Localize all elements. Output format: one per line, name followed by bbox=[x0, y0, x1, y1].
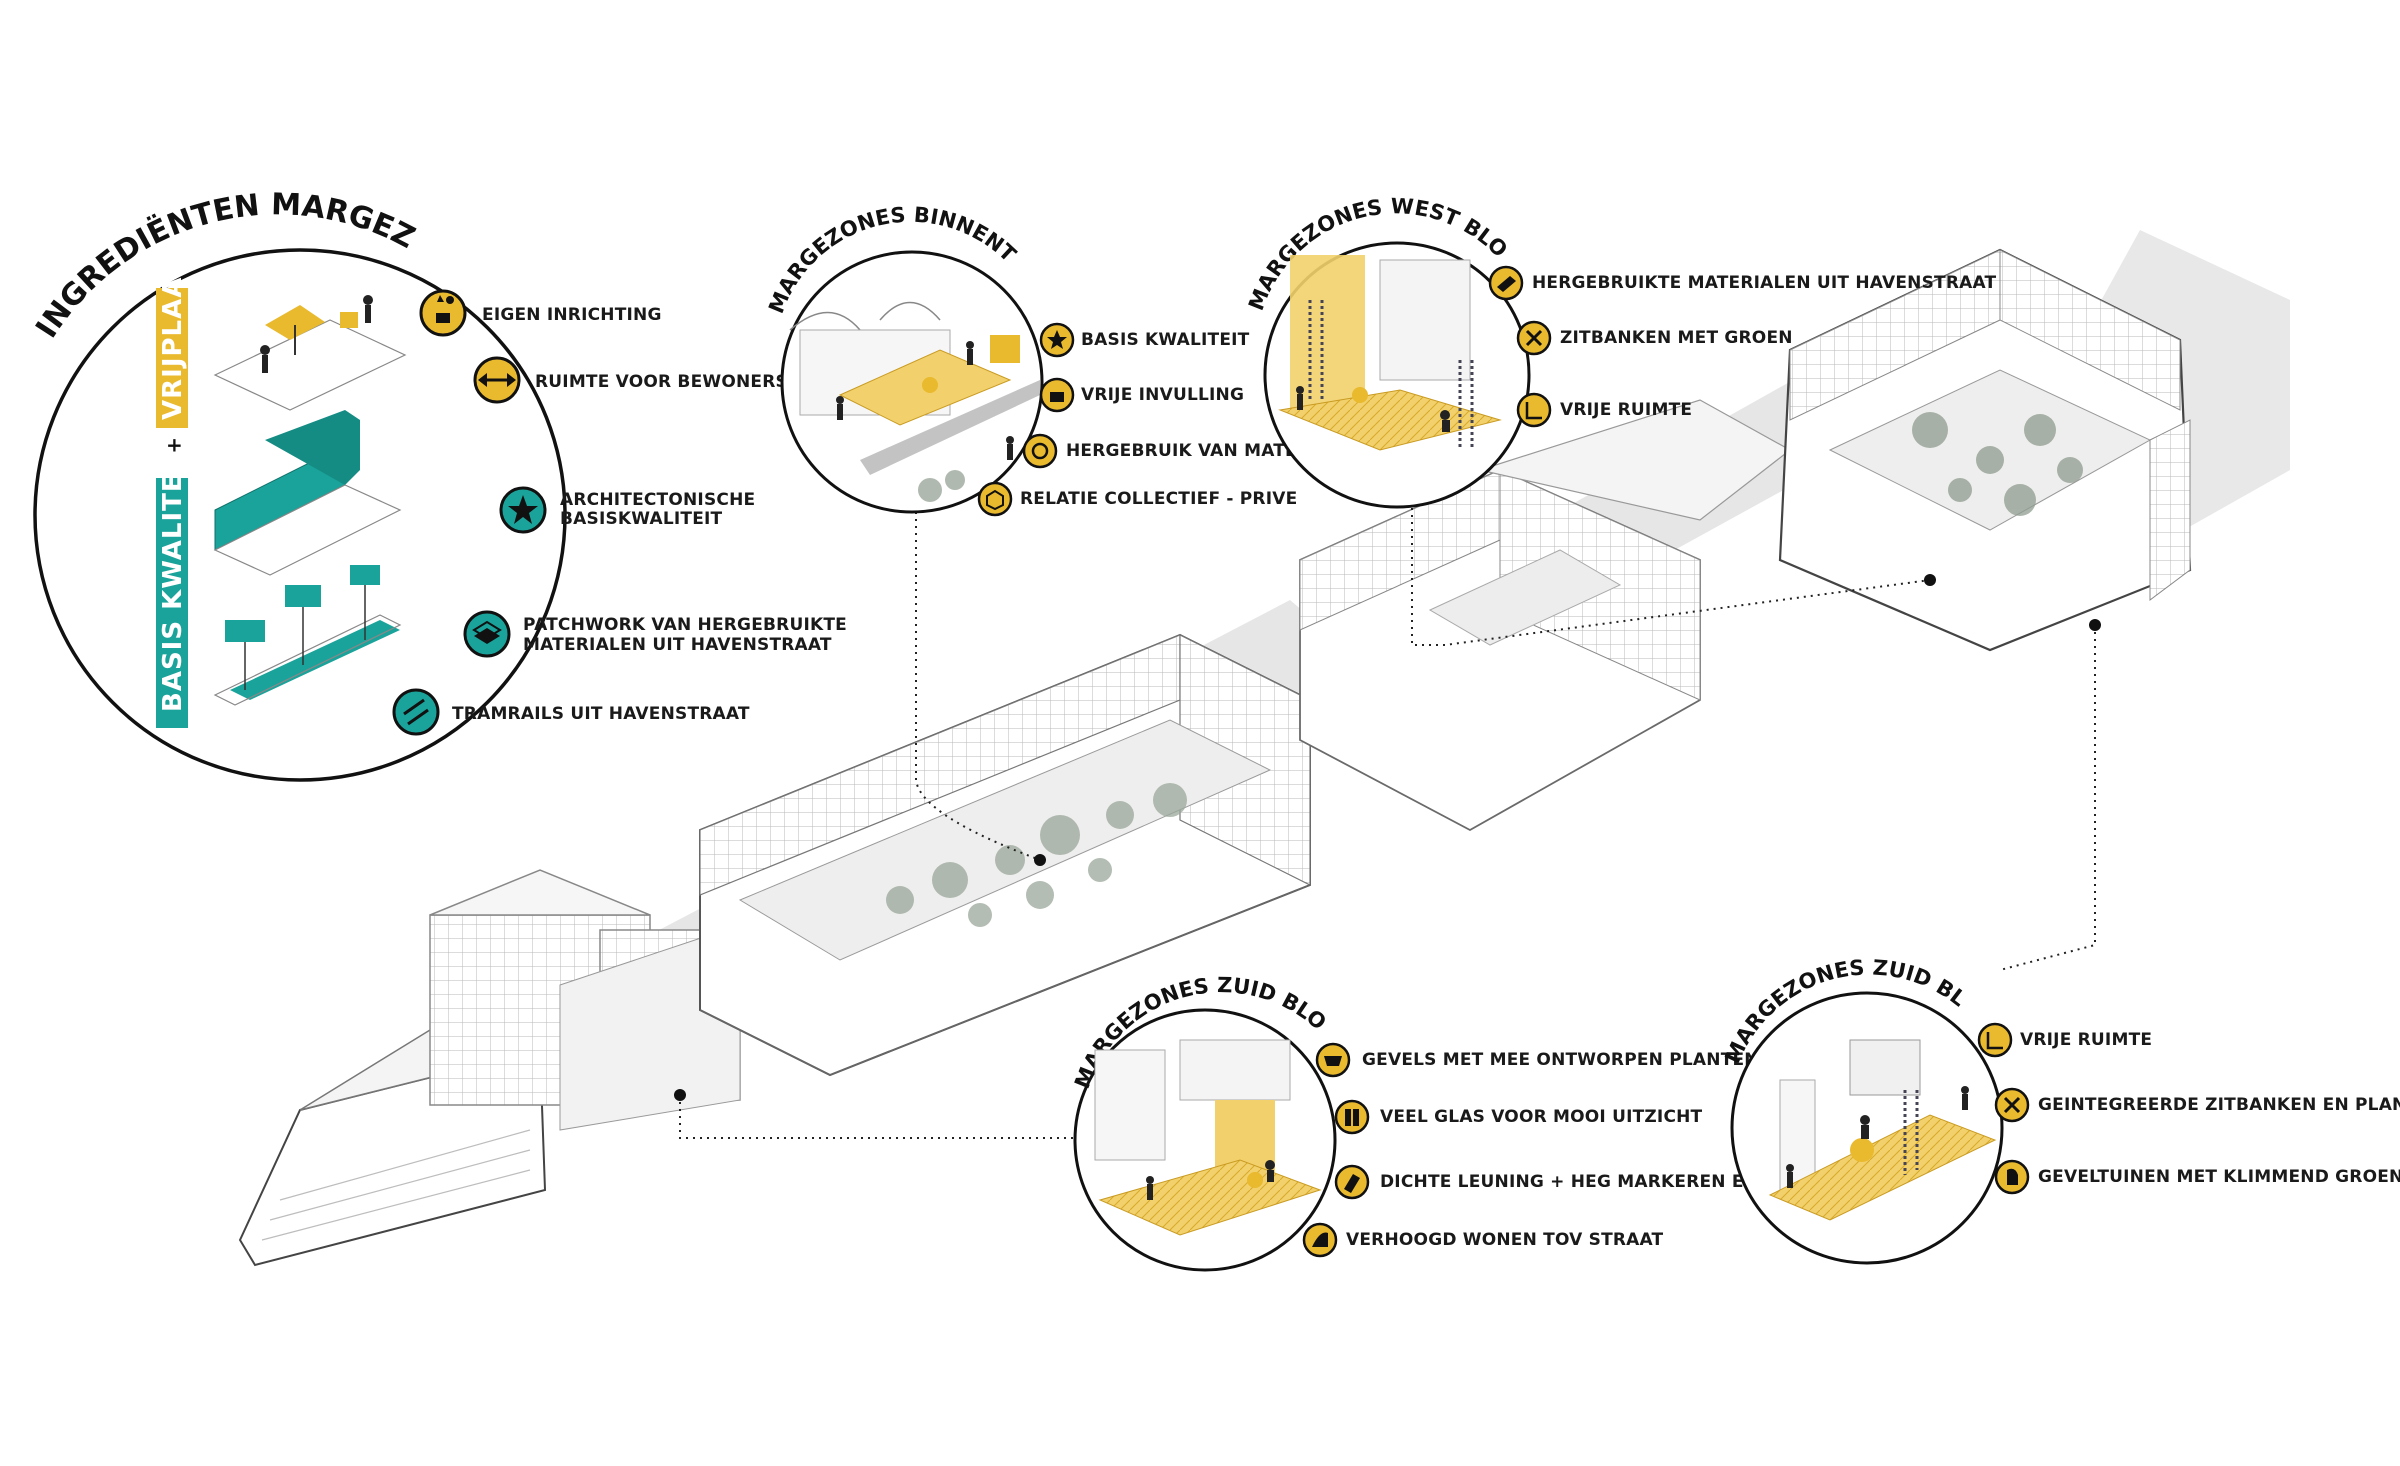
vrijplaats-label: VRIJPLAATS bbox=[158, 240, 188, 420]
svg-text:VEEL GLAS VOOR MOOI UITZICHT: VEEL GLAS VOOR MOOI UITZICHT bbox=[1380, 1107, 1703, 1127]
svg-text:VRIJE RUIMTE: VRIJE RUIMTE bbox=[2020, 1030, 2152, 1050]
bench-leaf-icon bbox=[2003, 1096, 2021, 1114]
svg-text:RUIMTE VOOR BEWONERS: RUIMTE VOOR BEWONERS bbox=[535, 372, 788, 392]
plus-sign: + bbox=[166, 433, 183, 457]
callout-illustration bbox=[1278, 255, 1502, 451]
svg-text:GEVELS MET MEE ONTWORPEN PLANT: GEVELS MET MEE ONTWORPEN PLANTENBAKKEN bbox=[1362, 1050, 1838, 1070]
svg-text:PATCHWORK VAN HERGEBRUIKTE: PATCHWORK VAN HERGEBRUIKTE bbox=[523, 615, 847, 635]
shapes-icon bbox=[436, 295, 454, 323]
svg-text:VERHOOGD WONEN TOV STRAAT: VERHOOGD WONEN TOV STRAAT bbox=[1346, 1230, 1664, 1250]
callout-illustration bbox=[789, 301, 1040, 502]
vrijplaats-bar bbox=[156, 288, 188, 428]
courtyard-trees bbox=[886, 783, 1187, 927]
legend-item-ruimte-voor-bewoners: RUIMTE VOOR BEWONERS bbox=[473, 356, 788, 404]
stack-icon bbox=[472, 620, 502, 644]
svg-text:GEVELTUINEN MET KLIMMEND GROEN: GEVELTUINEN MET KLIMMEND GROEN UIT VOLLE… bbox=[2038, 1167, 2400, 1187]
planter-facade-icon bbox=[1324, 1056, 1342, 1066]
climber-icon bbox=[2007, 1168, 2018, 1185]
raised-icon bbox=[1312, 1232, 1328, 1247]
box-icon bbox=[986, 489, 1004, 511]
svg-text:BASISKWALITEIT: BASISKWALITEIT bbox=[560, 509, 723, 529]
badge-vrije-invulling: VRIJE INVULLING bbox=[1039, 377, 1244, 413]
legend-item-architectonische-basiskwaliteit: ARCHITECTONISCHE BASISKWALITEIT bbox=[499, 486, 755, 534]
leader-zuid-blok-4 bbox=[679, 1095, 1078, 1139]
badge-zitbanken-met-groen: ZITBANKEN MET GROEN bbox=[1516, 320, 1793, 356]
space-icon bbox=[1986, 1032, 2003, 1050]
badge-vrije-ruimte-zb1: VRIJE RUIMTE bbox=[1977, 1022, 2152, 1058]
badge-geveltuinen: GEVELTUINEN MET KLIMMEND GROEN UIT VOLLE… bbox=[1994, 1159, 2400, 1195]
badge-basis-kwaliteit: BASIS KWALITEIT bbox=[1039, 322, 1250, 358]
reuse-icon bbox=[1031, 442, 1049, 460]
railing-icon bbox=[1344, 1174, 1360, 1193]
block-west-triangle bbox=[238, 869, 741, 1267]
leader-lines bbox=[679, 452, 2096, 1139]
legend-illustration-architecture bbox=[213, 410, 402, 576]
leader-dots bbox=[674, 574, 2101, 1101]
space-icon bbox=[1525, 402, 1542, 420]
badge-relatie-collectief-prive: RELATIE COLLECTIEF - PRIVE bbox=[977, 481, 1297, 517]
svg-text:EIGEN INRICHTING: EIGEN INRICHTING bbox=[482, 305, 662, 325]
legend-item-eigen-inrichting: EIGEN INRICHTING bbox=[419, 289, 662, 337]
svg-text:BASIS KWALITEIT: BASIS KWALITEIT bbox=[1081, 330, 1250, 350]
svg-text:GEINTEGREERDE ZITBANKEN EN PLA: GEINTEGREERDE ZITBANKEN EN PLANTENBAKKEN bbox=[2038, 1095, 2400, 1115]
badge-vrije-ruimte: VRIJE RUIMTE bbox=[1516, 392, 1692, 428]
callout-illustration bbox=[1094, 1039, 1322, 1236]
badge-veel-glas: VEEL GLAS VOOR MOOI UITZICHT bbox=[1334, 1099, 1703, 1135]
svg-text:TRAMRAILS UIT HAVENSTRAAT: TRAMRAILS UIT HAVENSTRAAT bbox=[452, 704, 750, 724]
badge-verhoogd-wonen: VERHOOGD WONEN TOV STRAAT bbox=[1302, 1222, 1664, 1258]
svg-text:ZITBANKEN MET GROEN: ZITBANKEN MET GROEN bbox=[1560, 328, 1793, 348]
star-icon bbox=[1047, 330, 1067, 349]
legend-item-tramrails: TRAMRAILS UIT HAVENSTRAAT bbox=[392, 688, 750, 736]
badge-hergebruikte-materialen: HERGEBRUIKTE MATERIALEN UIT HAVENSTRAAT bbox=[1488, 265, 1996, 301]
double-arrow-icon bbox=[478, 373, 516, 387]
badge-gevels-plantenbakken: GEVELS MET MEE ONTWORPEN PLANTENBAKKEN bbox=[1315, 1042, 1838, 1078]
planter-icon bbox=[1050, 392, 1064, 402]
basis-kwaliteit-bar bbox=[156, 478, 188, 728]
svg-text:MATERIALEN UIT HAVENSTRAAT: MATERIALEN UIT HAVENSTRAAT bbox=[523, 635, 832, 655]
courtyard-trees bbox=[1912, 412, 2083, 516]
svg-text:ARCHITECTONISCHE: ARCHITECTONISCHE bbox=[560, 490, 755, 510]
star-icon bbox=[508, 495, 538, 524]
rails-icon bbox=[403, 698, 429, 726]
legend-item-patchwork-materialen: PATCHWORK VAN HERGEBRUIKTE MATERIALEN UI… bbox=[463, 610, 847, 658]
material-icon bbox=[1497, 276, 1516, 292]
callout-illustration bbox=[1768, 1039, 1997, 1221]
badge-geintegreerde-zitbanken: GEINTEGREERDE ZITBANKEN EN PLANTENBAKKEN bbox=[1994, 1087, 2400, 1123]
svg-text:RELATIE COLLECTIEF - PRIVE: RELATIE COLLECTIEF - PRIVE bbox=[1020, 489, 1297, 509]
window-icon bbox=[1345, 1109, 1359, 1126]
svg-text:VRIJE RUIMTE: VRIJE RUIMTE bbox=[1560, 400, 1692, 420]
basis-kwaliteit-label: BASIS KWALITEIT bbox=[158, 444, 188, 712]
legend-ingredienten: INGREDIËNTEN MARGEZONES VRIJPLAATS + BAS… bbox=[0, 0, 847, 782]
block-zuid-4 bbox=[699, 633, 1311, 1077]
block-east bbox=[1778, 248, 2192, 652]
legend-illustration-vrijplaats bbox=[213, 295, 407, 411]
svg-text:HERGEBRUIKTE MATERIALEN UIT HA: HERGEBRUIKTE MATERIALEN UIT HAVENSTRAAT bbox=[1532, 273, 1996, 293]
block-central bbox=[1299, 399, 1792, 832]
bench-leaf-icon bbox=[1525, 329, 1543, 347]
svg-text:VRIJE INVULLING: VRIJE INVULLING bbox=[1081, 385, 1244, 405]
leader-west-blok-1 bbox=[1411, 452, 1931, 646]
legend-illustration-materials bbox=[213, 565, 402, 706]
axonometric-building-complex bbox=[238, 230, 2290, 1267]
leader-zuid-blok-1 bbox=[1999, 625, 2096, 971]
